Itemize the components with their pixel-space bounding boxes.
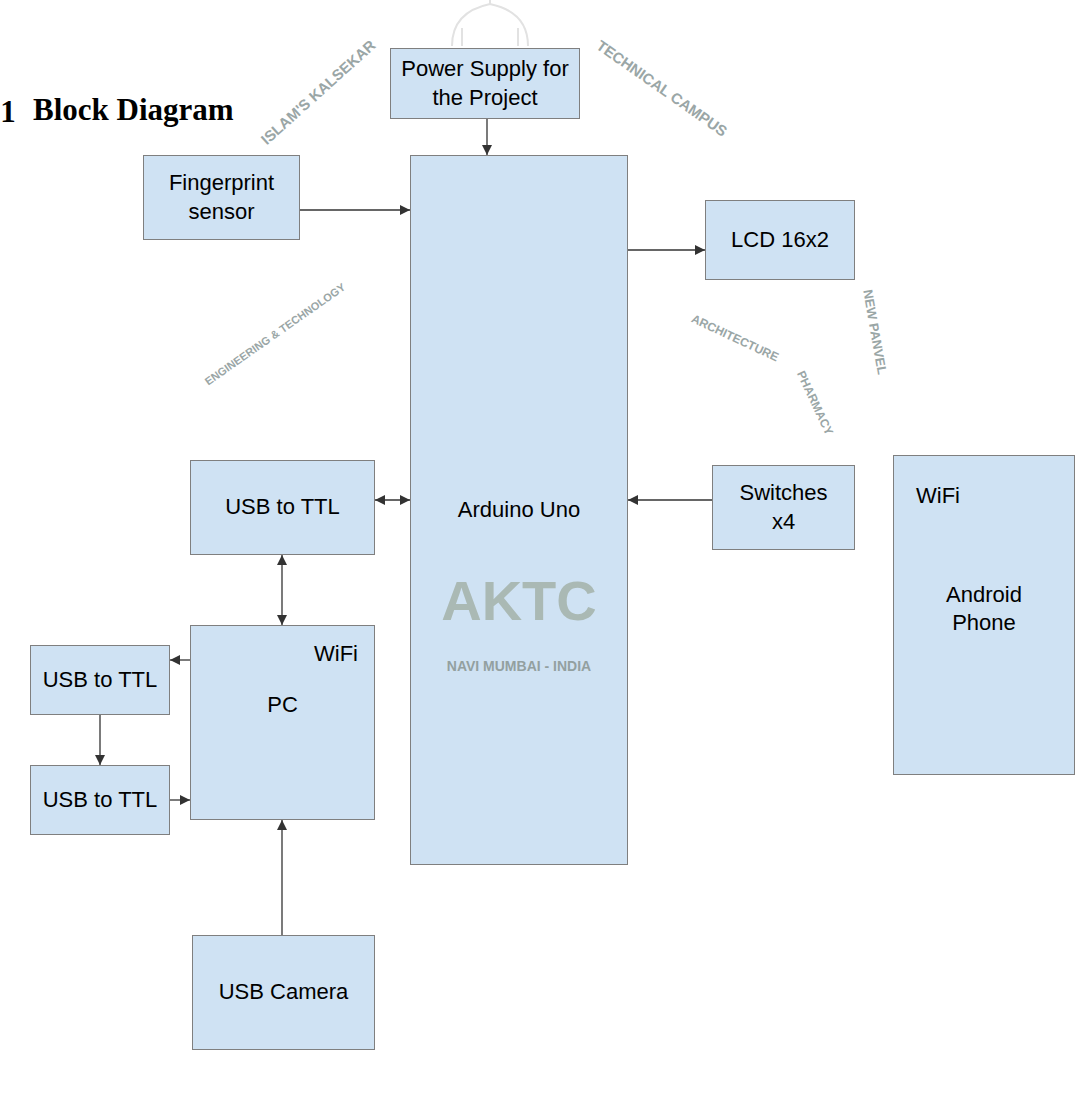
connector-arrow bbox=[300, 209, 410, 210]
connector-arrow bbox=[628, 249, 705, 250]
watermark-text: AKTC bbox=[441, 568, 597, 633]
block-box: USB to TTL bbox=[30, 645, 170, 715]
dome-outline bbox=[452, 0, 528, 46]
watermark-text: ARCHITECTURE bbox=[689, 312, 781, 365]
block-label: WiFi bbox=[314, 640, 358, 669]
block-label: USB Camera bbox=[219, 978, 349, 1007]
watermark-text: PHARMACY bbox=[794, 369, 836, 438]
block-box: USB to TTL bbox=[190, 460, 375, 555]
block-label: Power Supply for the Project bbox=[397, 55, 573, 112]
block-box: LCD 16x2 bbox=[705, 200, 855, 280]
connector-arrow bbox=[281, 820, 282, 935]
block-box: WiFiPC bbox=[190, 625, 375, 820]
block-label: USB to TTL bbox=[43, 786, 158, 815]
connector-arrow bbox=[170, 799, 190, 800]
block-box: Fingerprint sensor bbox=[143, 155, 300, 240]
diagram-title: Block Diagram bbox=[33, 92, 234, 128]
block-label: USB to TTL bbox=[43, 666, 158, 695]
dome bbox=[452, 4, 528, 46]
section-number: 1 bbox=[0, 94, 16, 130]
connector-arrow bbox=[486, 119, 487, 155]
block-label: Arduino Uno bbox=[458, 496, 580, 525]
dome-spire bbox=[489, 0, 491, 4]
block-label: Fingerprint sensor bbox=[150, 169, 293, 226]
connector-arrow bbox=[99, 715, 100, 765]
connector-arrow bbox=[375, 499, 410, 500]
block-label: LCD 16x2 bbox=[731, 226, 829, 255]
block-box: USB Camera bbox=[192, 935, 375, 1050]
connector-arrow bbox=[281, 555, 282, 625]
watermark-text: NAVI MUMBAI - INDIA bbox=[447, 658, 591, 674]
block-box: USB to TTL bbox=[30, 765, 170, 835]
block-label: PC bbox=[267, 691, 298, 720]
block-label: USB to TTL bbox=[225, 493, 340, 522]
block-box: Power Supply for the Project bbox=[390, 48, 580, 119]
watermark-text: ENGINEERING & TECHNOLOGY bbox=[202, 281, 347, 388]
block-box: Arduino Uno bbox=[410, 155, 628, 865]
connector-arrow bbox=[628, 499, 712, 500]
block-label: WiFi bbox=[916, 482, 960, 511]
block-label: Android Phone bbox=[924, 581, 1044, 638]
watermark-text: NEW PANVEL bbox=[860, 288, 890, 375]
watermark-text: TECHNICAL CAMPUS bbox=[593, 36, 730, 139]
connector-arrow bbox=[170, 659, 190, 660]
dome-column bbox=[461, 28, 463, 46]
block-label: Switches x4 bbox=[729, 479, 839, 536]
block-box: WiFiAndroid Phone bbox=[893, 455, 1075, 775]
watermark-text: ISLAM'S KALSEKAR bbox=[257, 36, 378, 147]
dome-column bbox=[517, 28, 519, 46]
block-box: Switches x4 bbox=[712, 465, 855, 550]
